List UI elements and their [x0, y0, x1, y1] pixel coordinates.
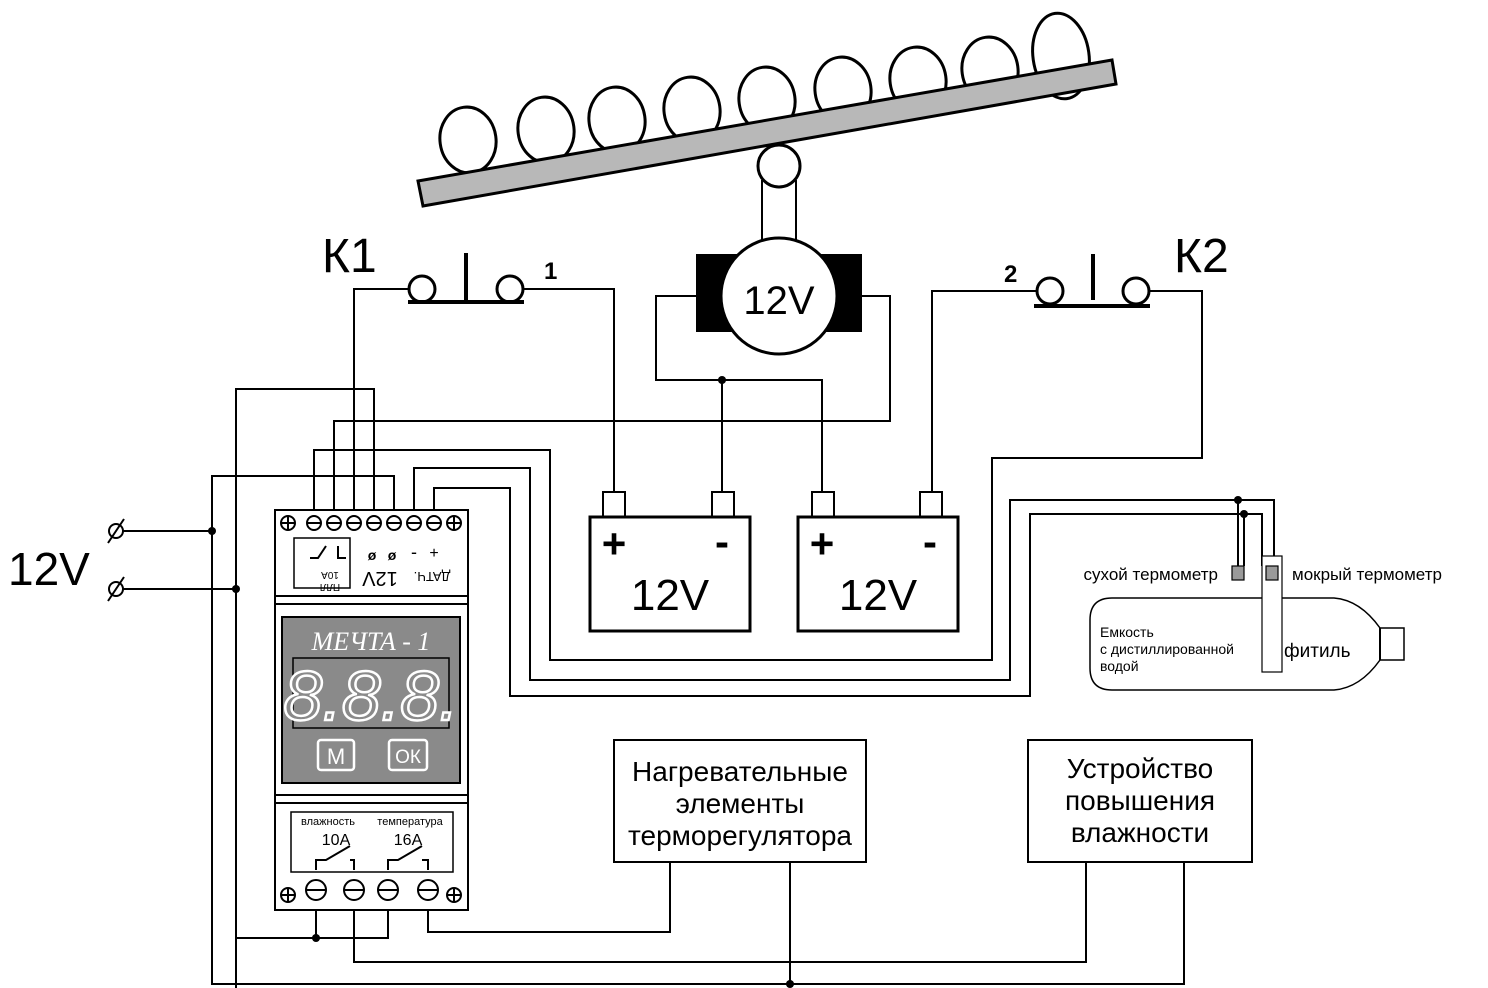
k1-number: 1 [544, 258, 557, 285]
wick-label: фитиль [1284, 641, 1351, 662]
svg-text:терморегулятора: терморегулятора [628, 820, 852, 851]
svg-text:М: М [327, 744, 345, 769]
svg-text:ø: ø [388, 547, 397, 563]
humidifier-box: Устройство повышения влажности [1027, 739, 1253, 863]
svg-text:-: - [923, 518, 937, 565]
limit-switch-k1: К1 1 [322, 230, 557, 304]
svg-text:ø: ø [368, 547, 377, 563]
k2-number: 2 [1004, 261, 1017, 288]
controller-name: МЕЧТА - 1 [311, 627, 431, 656]
motor: 12V [696, 236, 862, 356]
top-terminals [280, 515, 462, 531]
svg-text:Нагревательные: Нагревательные [632, 756, 848, 787]
svg-text:мокрый термометр: мокрый термометр [1292, 565, 1442, 584]
bottom-terminals [280, 879, 462, 903]
tray-plank [416, 58, 1118, 208]
svg-text:влажность: влажность [301, 816, 355, 828]
svg-text:-: - [411, 542, 417, 562]
svg-text:сухой термометр: сухой термометр [1084, 565, 1218, 584]
svg-text:12V: 12V [362, 567, 398, 589]
svg-text:+: + [810, 520, 835, 567]
svg-text:повышения: повышения [1065, 785, 1215, 816]
svg-text:10А: 10А [321, 569, 339, 580]
button-ok[interactable]: ОК [387, 738, 429, 772]
svg-text:элементы: элементы [676, 788, 805, 819]
motor-label: 12V [743, 279, 814, 323]
water-container: Емкость с дистиллированной водой фитиль [1089, 555, 1405, 691]
battery-2: + - 12V [796, 491, 960, 633]
battery-1-label: 12V [631, 571, 710, 620]
tray-pivot [756, 143, 802, 189]
limit-switch-k2: К2 2 [1004, 230, 1229, 308]
svg-text:10А: 10А [322, 832, 351, 849]
svg-text:Емкость: Емкость [1100, 624, 1154, 640]
k1-label: К1 [322, 230, 377, 283]
svg-text:ОК: ОК [395, 747, 421, 768]
svg-text:ДАТЧ.: ДАТЧ. [414, 569, 451, 584]
svg-text:влажности: влажности [1071, 817, 1209, 848]
dry-thermometer: сухой термометр [1084, 565, 1245, 584]
battery-2-label: 12V [839, 571, 918, 620]
seven-segment-display: 8.8.8. [283, 657, 458, 735]
svg-text:16А: 16А [394, 832, 423, 849]
heater-box: Нагревательные элементы терморегулятора [613, 739, 867, 863]
wires [122, 288, 1275, 988]
svg-text:+: + [429, 545, 438, 562]
svg-text:водой: водой [1100, 658, 1139, 674]
egg-tray [416, 11, 1118, 240]
wet-thermometer: мокрый термометр [1265, 565, 1442, 584]
junctions [208, 376, 1248, 988]
svg-text:температура: температура [377, 816, 443, 828]
svg-text:-: - [715, 518, 729, 565]
k2-label: К2 [1174, 230, 1229, 283]
svg-text:ПЛЛ: ПЛЛ [320, 581, 340, 592]
controller-meчта-1: ø ø - + 10А ПЛЛ 12V ДАТЧ. МЕЧТА - 1 8.8.… [274, 509, 469, 911]
supply-terminals: 12V [8, 518, 125, 602]
svg-text:Устройство: Устройство [1067, 753, 1213, 784]
battery-1: + - 12V [588, 491, 752, 633]
supply-label: 12V [8, 543, 90, 595]
svg-text:с дистиллированной: с дистиллированной [1100, 641, 1234, 657]
svg-text:+: + [602, 520, 627, 567]
button-m[interactable]: М [316, 738, 356, 772]
